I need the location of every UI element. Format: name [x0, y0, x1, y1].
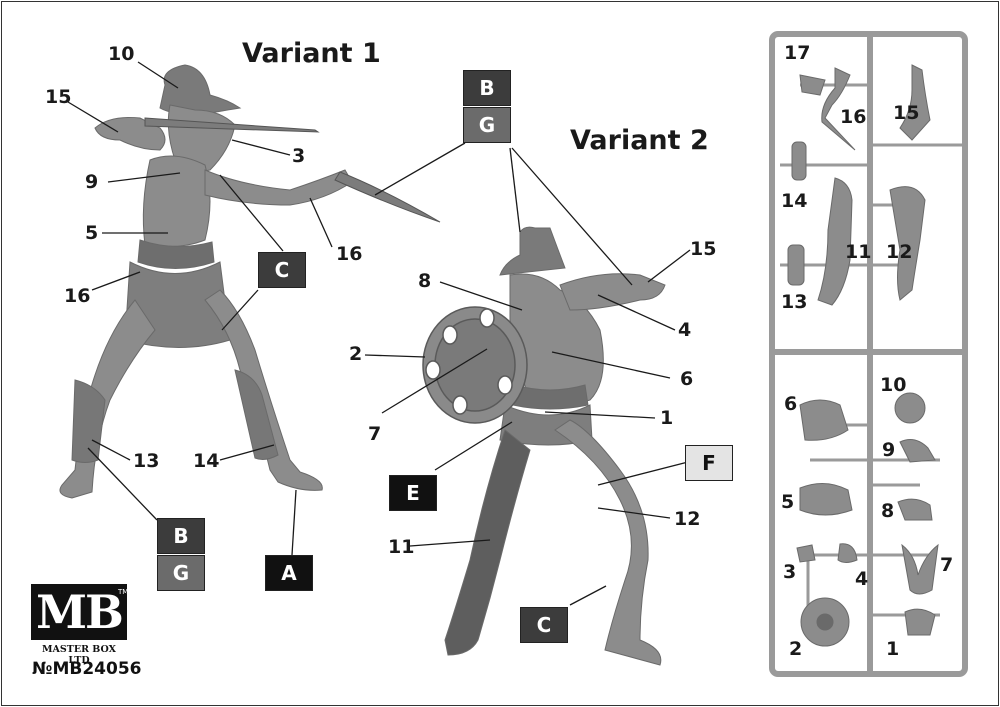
v2-callout-7: 7	[368, 423, 382, 445]
v1-callout-13: 13	[133, 450, 160, 472]
sprue-label-16: 16	[840, 106, 867, 128]
trademark-mark: TM	[118, 588, 129, 596]
company-name: MASTER BOX LTD	[42, 644, 116, 666]
v1-color-c: C	[258, 252, 306, 288]
heading-variant-1: Variant 1	[242, 38, 381, 69]
v1-callout-16-left: 16	[64, 285, 91, 307]
sprue-label-12: 12	[886, 241, 913, 263]
v2-callout-12: 12	[674, 508, 701, 530]
v2-callout-6: 6	[680, 368, 694, 390]
v2-color-c: C	[520, 607, 568, 643]
sprue-label-2: 2	[789, 638, 803, 660]
brand-logo: MB	[31, 584, 127, 640]
sprue-frame	[769, 31, 968, 677]
sprue-label-1: 1	[886, 638, 900, 660]
v1-callout-10: 10	[108, 43, 135, 65]
v1-color-g: G	[157, 555, 205, 591]
sprue-label-6: 6	[784, 393, 798, 415]
v1-color-b: B	[157, 518, 205, 554]
sprue-label-4: 4	[855, 568, 869, 590]
shield	[422, 306, 528, 424]
v2-color-g: G	[463, 107, 511, 143]
sprue-label-3: 3	[783, 561, 797, 583]
kit-code: №MB24056	[32, 659, 142, 679]
sprue-parts	[787, 64, 939, 647]
v2-callout-8: 8	[418, 270, 432, 292]
sprue-label-13: 13	[781, 291, 808, 313]
figure-variant-2	[444, 226, 666, 666]
sprue-label-5: 5	[781, 491, 795, 513]
v2-color-f: F	[685, 445, 733, 481]
sprue-label-15: 15	[893, 102, 920, 124]
v1-callout-16-right: 16	[336, 243, 363, 265]
heading-variant-2: Variant 2	[570, 125, 709, 156]
sprue-label-7: 7	[940, 554, 954, 576]
v2-color-b: B	[463, 70, 511, 106]
v1-color-a: A	[265, 555, 313, 591]
leader-lines	[67, 61, 691, 606]
v2-callout-2: 2	[349, 343, 363, 365]
sprue-label-10: 10	[880, 374, 907, 396]
v2-callout-11: 11	[388, 536, 415, 558]
v1-callout-14: 14	[193, 450, 220, 472]
sprue-label-17: 17	[784, 42, 811, 64]
v1-callout-3: 3	[292, 145, 306, 167]
v1-callout-5: 5	[85, 222, 99, 244]
sprue-label-14: 14	[781, 190, 808, 212]
v1-callout-9: 9	[85, 171, 99, 193]
v2-callout-15: 15	[690, 238, 717, 260]
sprue-label-8: 8	[881, 500, 895, 522]
v2-callout-1: 1	[660, 407, 674, 429]
v2-callout-4: 4	[678, 319, 692, 341]
v1-callout-15: 15	[45, 86, 72, 108]
v2-color-e: E	[389, 475, 437, 511]
sprue-label-11: 11	[845, 241, 872, 263]
sprue-label-9: 9	[882, 439, 896, 461]
